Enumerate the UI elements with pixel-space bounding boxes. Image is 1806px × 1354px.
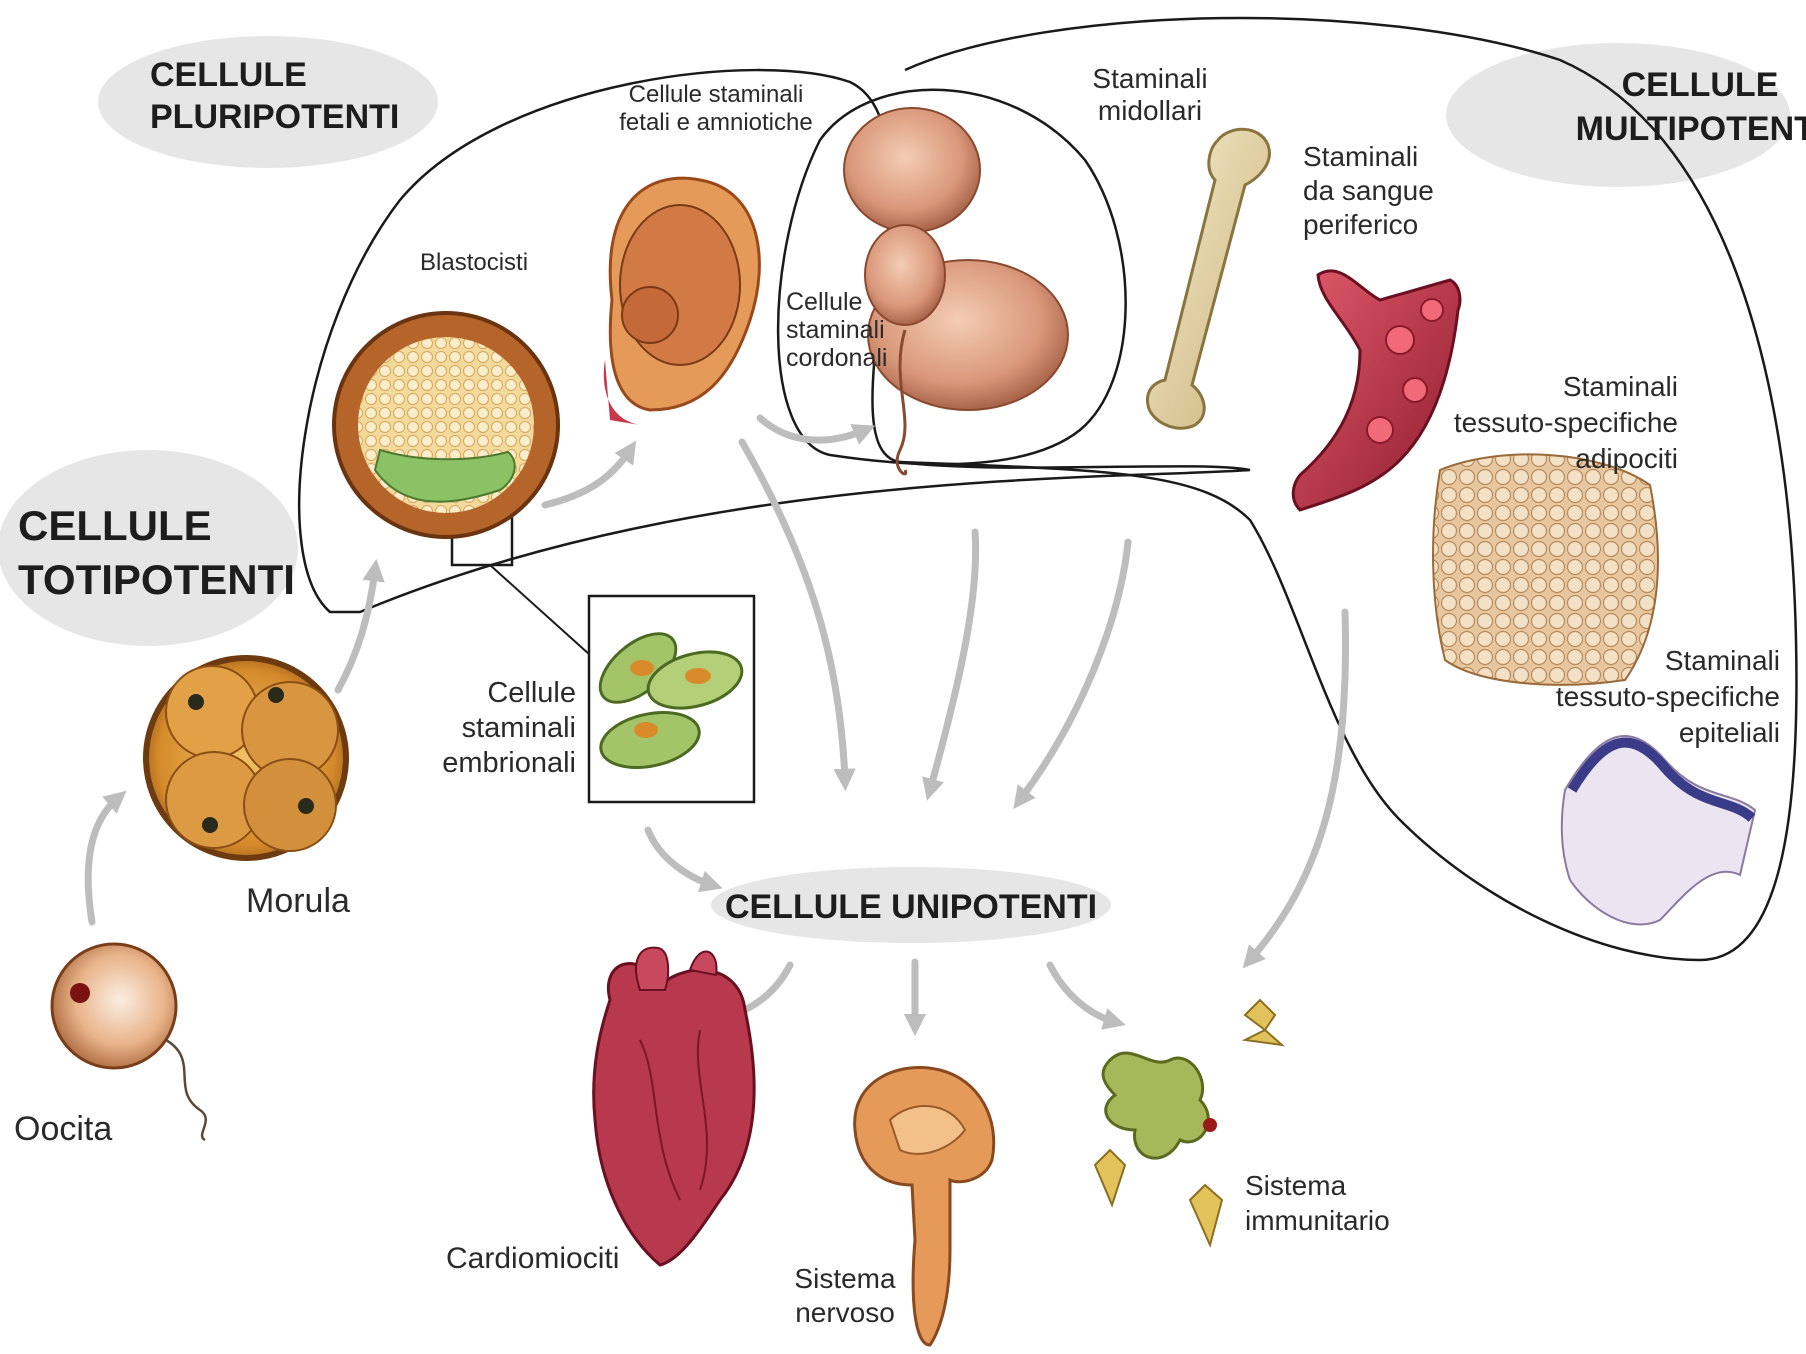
label-immunitario: Sistema immunitario xyxy=(1245,1170,1390,1236)
adipose-tissue-illustration xyxy=(1433,454,1658,684)
label-embrionali-line1: Cellule xyxy=(487,677,576,709)
label-cordonali-line3: cordonali xyxy=(786,344,887,372)
heading-totipotent-line1: CELLULE xyxy=(18,502,212,549)
label-adipociti-line1: Staminali xyxy=(1563,371,1678,402)
heart-illustration xyxy=(594,948,755,1265)
label-sangue-line2: da sangue xyxy=(1303,175,1434,206)
embryonic-cells-illustration xyxy=(588,596,754,802)
heading-multipotent-line1: CELLULE xyxy=(1622,66,1779,104)
label-embrionali-line2: staminali xyxy=(462,712,576,744)
label-midollari-line2: midollari xyxy=(1098,95,1202,126)
label-sangue-line1: Staminali xyxy=(1303,141,1418,172)
heading-pluripotent: CELLULE PLURIPOTENTI xyxy=(98,36,438,168)
blastocyst-illustration xyxy=(334,313,558,537)
label-fetali: Cellule staminali fetali e amniotiche xyxy=(619,81,812,136)
label-fetali-line1: Cellule staminali xyxy=(629,81,804,108)
label-midollari: Staminali midollari xyxy=(1092,63,1207,126)
label-immunitario-line2: immunitario xyxy=(1245,1205,1390,1236)
label-nervoso-line1: Sistema xyxy=(794,1263,896,1294)
label-epiteliali-line3: epiteliali xyxy=(1679,717,1780,748)
label-adipociti-line2: tessuto-specifiche xyxy=(1454,407,1678,438)
heading-pluripotent-line2: PLURIPOTENTI xyxy=(150,98,399,136)
epithelial-tissue-illustration xyxy=(1562,736,1755,924)
label-embrionali: Cellule staminali embrionali xyxy=(442,677,576,779)
blood-vessel-illustration xyxy=(1293,271,1460,510)
morula-illustration xyxy=(146,658,346,858)
label-cardiomiociti: Cardiomiociti xyxy=(446,1242,619,1275)
heading-pluripotent-line1: CELLULE xyxy=(150,56,307,94)
label-midollari-line1: Staminali xyxy=(1092,63,1207,94)
label-nervoso-line2: nervoso xyxy=(795,1297,895,1328)
heading-multipotent: CELLULE MULTIPOTENTI xyxy=(1446,43,1806,187)
fetal-amniotic-illustration xyxy=(604,178,760,425)
label-epiteliali-line2: tessuto-specifiche xyxy=(1556,681,1780,712)
heading-unipotent-text: CELLULE UNIPOTENTI xyxy=(725,888,1097,926)
heading-multipotent-line2: MULTIPOTENTI xyxy=(1576,110,1806,148)
label-immunitario-line1: Sistema xyxy=(1245,1170,1347,1201)
label-sangue: Staminali da sangue periferico xyxy=(1303,141,1434,240)
label-sangue-line3: periferico xyxy=(1303,209,1418,240)
label-blastocisti: Blastocisti xyxy=(420,249,528,276)
heading-totipotent-line2: TOTIPOTENTI xyxy=(18,556,295,603)
label-nervoso: Sistema nervoso xyxy=(794,1263,896,1328)
label-cordonali-line2: staminali xyxy=(786,316,885,344)
bone-illustration xyxy=(1147,129,1269,428)
heading-totipotent: CELLULE TOTIPOTENTI xyxy=(0,450,298,646)
label-adipociti-line3: adipociti xyxy=(1575,443,1678,474)
label-fetali-line2: fetali e amniotiche xyxy=(619,109,812,136)
heading-unipotent: CELLULE UNIPOTENTI xyxy=(711,867,1111,943)
label-oocita: Oocita xyxy=(14,1110,112,1148)
label-epiteliali-line1: Staminali xyxy=(1665,645,1780,676)
label-embrionali-line3: embrionali xyxy=(442,747,576,779)
baby-cord-illustration xyxy=(844,108,1068,474)
label-cordonali-line1: Cellule xyxy=(786,288,862,316)
label-morula: Morula xyxy=(246,882,350,920)
